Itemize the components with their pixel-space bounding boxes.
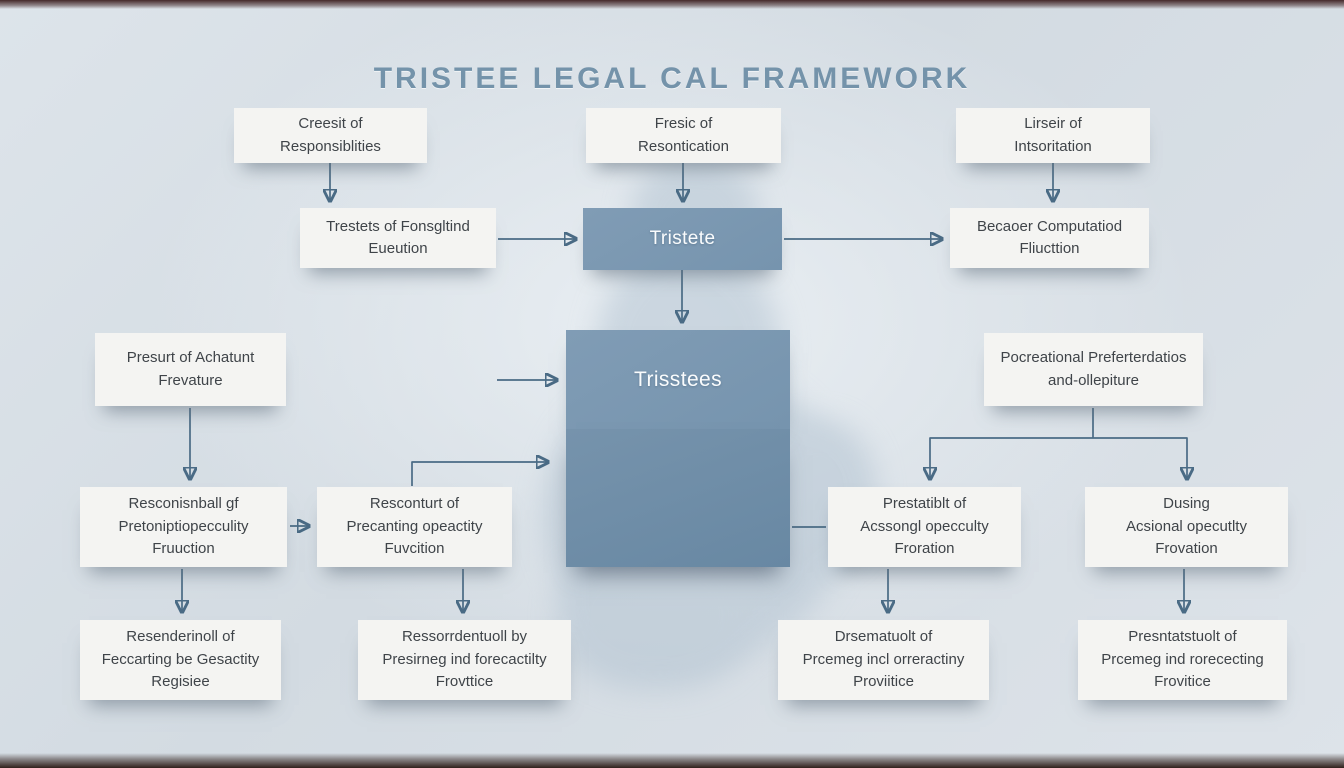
box-resenderinoll: Resenderinoll of Feccarting be Gesactity… (80, 620, 281, 700)
box-lirseir: Lirseir of Intsoritation (956, 108, 1150, 163)
page-title: TRISTEE LEGAL CAL FRAMEWORK (373, 62, 971, 95)
box-trestets: Trestets of Fonsgltind Eueution (300, 208, 496, 268)
bottom-border (0, 753, 1344, 768)
arrow-pocreational-to-dusing (1093, 437, 1187, 479)
box-tristete: Tristete (583, 208, 782, 270)
box-prestatiblt: Prestatiblt of Acssongl opecculty Frorat… (828, 487, 1021, 567)
arrow-pocreational-to-prestatiblt (930, 437, 1093, 479)
box-creesit: Creesit of Responsiblities (234, 108, 427, 163)
box-blue-empty (566, 429, 790, 567)
box-trisstees: Trisstees (566, 330, 790, 429)
box-ressorrdentuoll: Ressorrdentuoll by Presirneg ind forecac… (358, 620, 571, 700)
box-pocreational: Pocreational Preferterdatios and-ollepit… (984, 333, 1203, 406)
box-fresic: Fresic of Resontication (586, 108, 781, 163)
top-border (0, 0, 1344, 9)
box-dusing: Dusing Acsional opecutlty Frovation (1085, 487, 1288, 567)
box-presntatstuolt: Presntatstuolt of Prcemeg ind rorecectin… (1078, 620, 1287, 700)
box-becaoer: Becaoer Computatiod Fliucttion (950, 208, 1149, 268)
box-drsematuolt: Drsematuolt of Prcemeg incl orreractiny … (778, 620, 989, 700)
box-resconturt: Resconturt of Precanting opeactity Fuvci… (317, 487, 512, 567)
box-presurt: Presurt of Achatunt Frevature (95, 333, 286, 406)
box-resconisnball: Resconisnball gf Pretoniptiopecculity Fr… (80, 487, 287, 567)
arrow-resconturt-elbow-to-bluebox (411, 462, 548, 486)
